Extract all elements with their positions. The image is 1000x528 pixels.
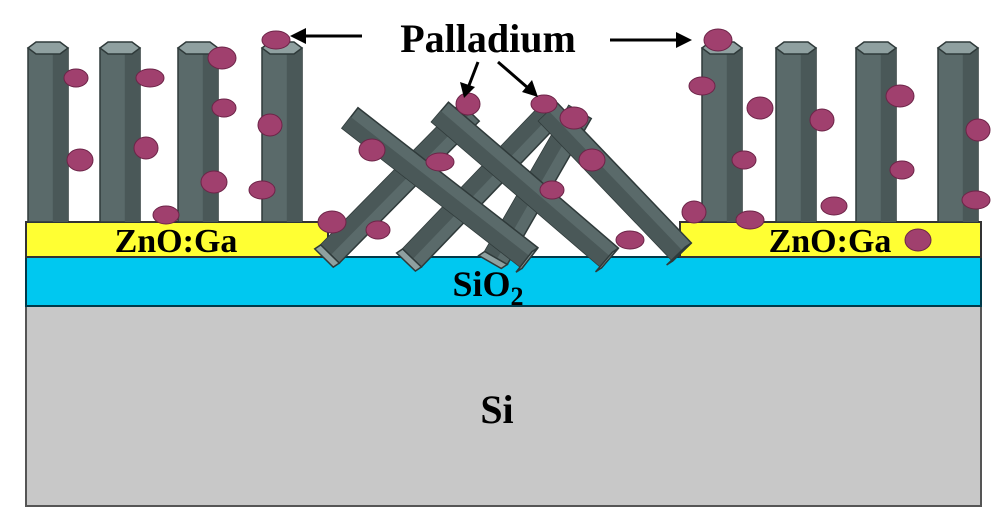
tilted-nanorod-facet — [431, 111, 611, 268]
palladium-particle — [133, 136, 159, 160]
nanorod-facet — [880, 48, 896, 222]
sio2-label-main: SiO — [452, 264, 510, 304]
nanorod-facet — [286, 48, 302, 222]
nanorod-facet — [726, 48, 742, 222]
tilted-nanorod-cap — [515, 247, 539, 273]
palladium-particle — [261, 30, 291, 50]
si-label: Si — [480, 387, 513, 432]
arrow-down-left-head — [460, 82, 475, 98]
arrow-down-right-head — [522, 80, 538, 97]
palladium-arrows — [290, 28, 692, 98]
arrow-right-head — [676, 32, 692, 48]
palladium-particle — [681, 200, 707, 224]
palladium-particles — [63, 28, 991, 252]
nanorod — [774, 41, 818, 223]
palladium-particle — [135, 68, 165, 88]
palladium-label: Palladium — [400, 16, 576, 61]
tilted-nanorod — [430, 101, 620, 273]
palladium-particle — [152, 205, 180, 225]
palladium-particle — [809, 108, 835, 132]
nanorod-facet — [202, 48, 218, 222]
nanorod — [700, 41, 744, 223]
palladium-particle — [615, 230, 645, 250]
palladium-particle — [365, 220, 391, 240]
palladium-particle — [425, 152, 455, 172]
tilted-nanorod — [340, 106, 540, 273]
palladium-particle — [885, 84, 915, 108]
tilted-nanorod-cap — [313, 243, 341, 269]
palladium-particle — [578, 148, 606, 172]
nanorod — [854, 41, 898, 223]
arrow-down-right — [497, 60, 529, 90]
palladium-particle — [820, 196, 848, 216]
arrow-left-head — [290, 28, 306, 44]
palladium-particle — [530, 94, 558, 114]
si-substrate — [25, 305, 982, 507]
zno-ga-label-right: ZnO:Ga — [769, 223, 892, 260]
sio2-label-subscript: 2 — [511, 282, 524, 311]
nanorod — [176, 41, 220, 223]
palladium-particle — [746, 96, 774, 120]
vertical-nanorods — [26, 41, 980, 223]
tilted-nanorod-cap — [477, 250, 509, 270]
palladium-particle — [248, 180, 276, 200]
nanorod-facet — [52, 48, 68, 222]
tilted-nanorod-cap — [666, 242, 692, 266]
nanorod — [98, 41, 142, 223]
palladium-particle — [257, 113, 283, 137]
palladium-particle — [358, 138, 386, 162]
palladium-particle — [559, 106, 589, 130]
palladium-particle — [889, 160, 915, 180]
palladium-particle — [965, 118, 991, 142]
palladium-particle — [703, 28, 733, 52]
nanorod — [26, 41, 70, 223]
nanorod-cap — [98, 41, 142, 55]
nanorod-cap — [774, 41, 818, 55]
tilted-nanorod-cap — [395, 248, 423, 272]
nanorod-cap — [854, 41, 898, 55]
palladium-particle — [735, 210, 765, 230]
crossed-nanorods — [313, 101, 693, 273]
zno-ga-label-left: ZnO:Ga — [115, 223, 238, 260]
palladium-particle — [731, 150, 757, 170]
sio2-label: SiO2 — [452, 264, 523, 311]
palladium-particle — [317, 210, 347, 234]
palladium-particle — [207, 46, 237, 70]
arrow-down-left — [466, 61, 480, 89]
tilted-nanorod — [537, 101, 693, 266]
tilted-nanorod-facet — [538, 111, 683, 261]
palladium-particle — [66, 148, 94, 172]
palladium-particle — [455, 92, 481, 116]
palladium-particle — [904, 228, 932, 252]
palladium-particle — [539, 180, 565, 200]
zno-ga-electrode-left — [25, 221, 329, 258]
nanorod-cap — [936, 41, 980, 55]
palladium-particle — [200, 170, 228, 194]
palladium-particle — [961, 190, 991, 210]
nanorod-cap — [26, 41, 70, 55]
tilted-nanorod-facet — [342, 116, 531, 269]
palladium-particle — [63, 68, 89, 88]
nanorod-facet — [124, 48, 140, 222]
tilted-nanorod-facet — [402, 103, 553, 259]
tilted-nanorod-facet — [320, 102, 471, 255]
tilted-nanorod-cap — [594, 247, 620, 273]
nanorod-facet — [800, 48, 816, 222]
palladium-particle — [211, 98, 237, 118]
palladium-particle — [688, 76, 716, 96]
